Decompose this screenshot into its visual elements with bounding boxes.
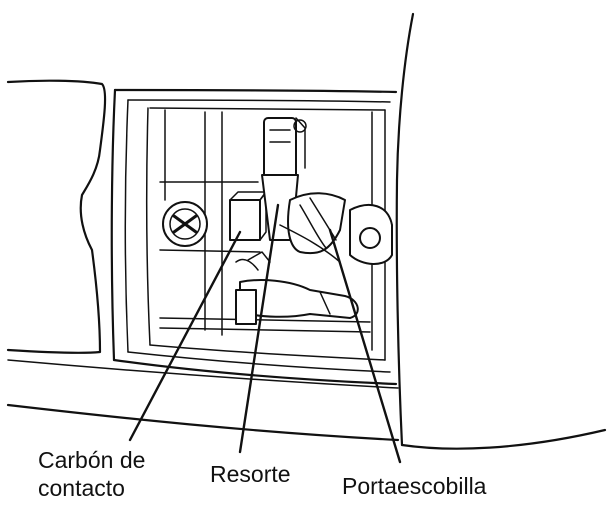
holder-tab — [349, 204, 393, 265]
leader-resorte — [238, 203, 280, 454]
label-portaescobilla: Portaescobilla — [342, 473, 487, 499]
carbon-brush — [229, 191, 267, 241]
label-resorte: Resorte — [210, 461, 291, 487]
brush-holder — [279, 192, 346, 263]
label-carbon-line1: Carbón de — [38, 447, 145, 473]
tool-shell — [6, 79, 400, 442]
leader-lines — [128, 203, 402, 464]
screw-icon — [162, 201, 208, 247]
leader-portaescobilla — [328, 228, 402, 464]
motor-housing — [395, 12, 607, 450]
leader-carbon — [128, 230, 242, 442]
terminal-wire — [235, 251, 359, 325]
label-carbon-line2: contacto — [38, 475, 125, 501]
